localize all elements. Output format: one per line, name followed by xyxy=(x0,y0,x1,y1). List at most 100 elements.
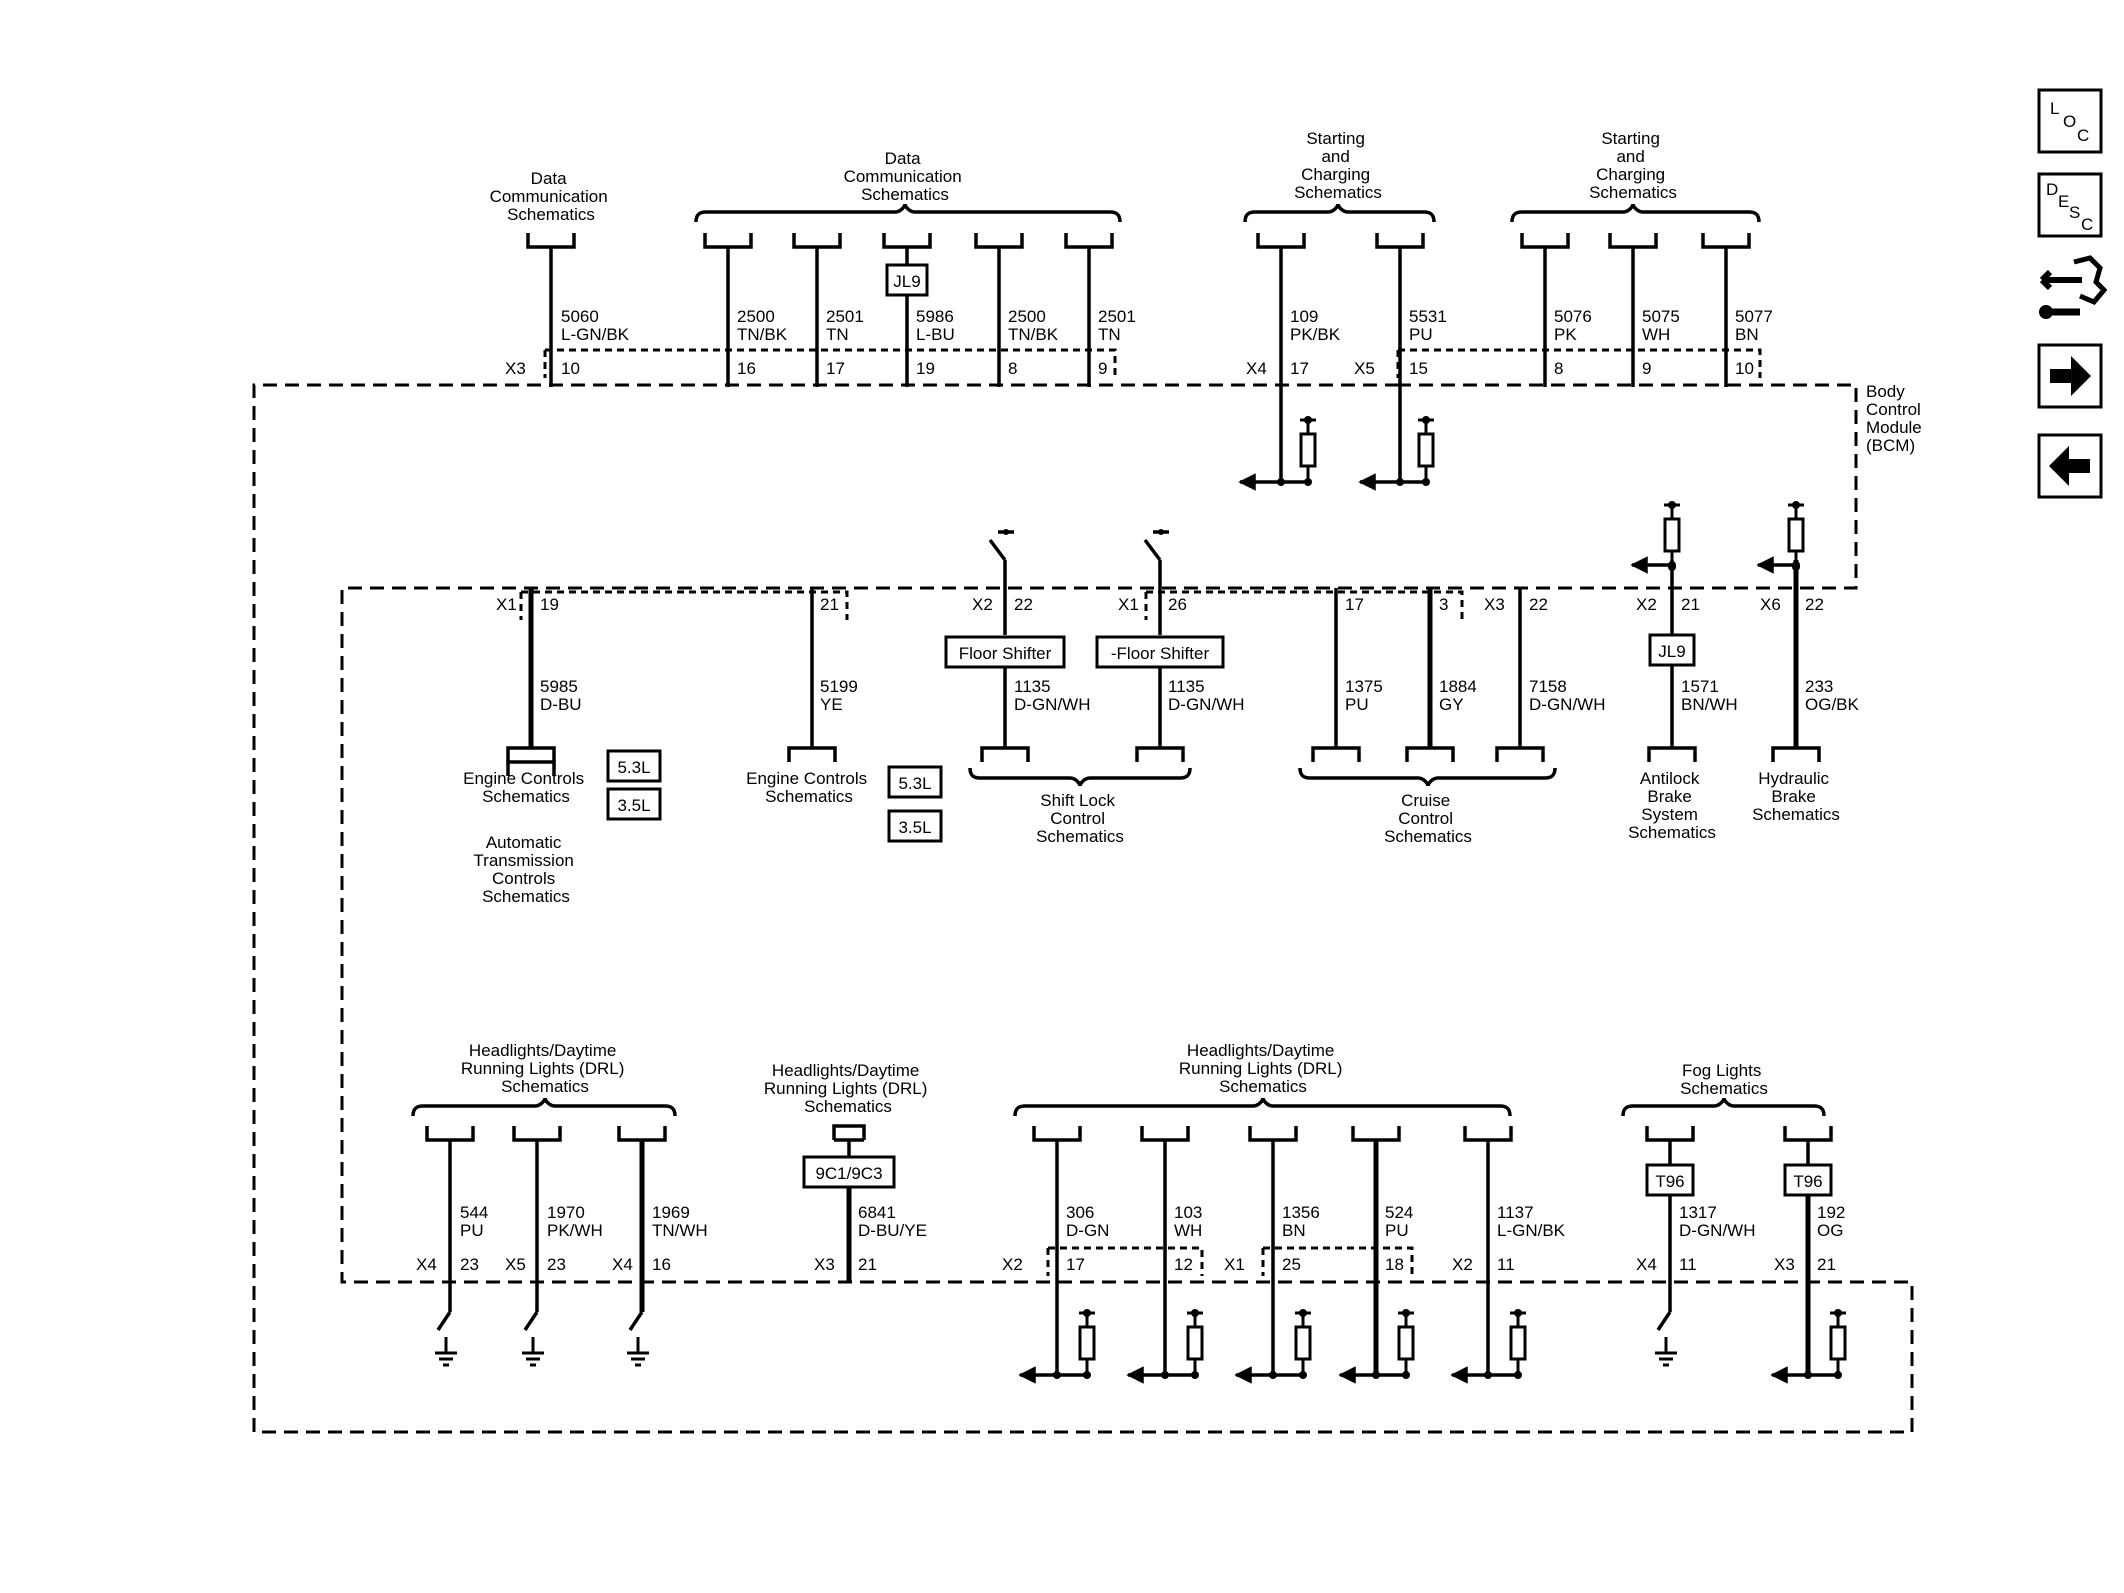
svg-text:TN/BK: TN/BK xyxy=(1008,325,1059,344)
svg-text:WH: WH xyxy=(1174,1221,1202,1240)
svg-text:PK: PK xyxy=(1554,325,1577,344)
auto-trans-label: Automatic Transmission Controls Schemati… xyxy=(473,833,578,906)
svg-text:PK/BK: PK/BK xyxy=(1290,325,1341,344)
svg-text:X3: X3 xyxy=(814,1255,835,1274)
svg-text:15: 15 xyxy=(1409,359,1428,378)
svg-text:L-BU: L-BU xyxy=(916,325,955,344)
svg-text:306: 306 xyxy=(1066,1203,1094,1222)
badge-53l-1: 5.3L xyxy=(617,758,650,777)
loc-icon[interactable] xyxy=(2037,88,2103,154)
svg-text:2500: 2500 xyxy=(1008,307,1046,326)
svg-text:TN: TN xyxy=(826,325,849,344)
svg-text:1137: 1137 xyxy=(1497,1203,1534,1222)
svg-text:1356: 1356 xyxy=(1282,1203,1320,1222)
svg-text:12: 12 xyxy=(1174,1255,1193,1274)
svg-text:1317: 1317 xyxy=(1679,1203,1717,1222)
svg-text:17: 17 xyxy=(826,359,845,378)
svg-text:16: 16 xyxy=(737,359,756,378)
jl9-badge-top xyxy=(885,263,929,297)
svg-text:YE: YE xyxy=(820,695,843,714)
svg-text:22: 22 xyxy=(1014,595,1033,614)
svg-text:X4: X4 xyxy=(416,1255,437,1274)
loc-letter-l: L xyxy=(2050,99,2059,118)
svg-text:23: 23 xyxy=(460,1255,479,1274)
svg-text:5199: 5199 xyxy=(820,677,858,696)
cruise-label: Cruise Control Schematics xyxy=(1384,791,1472,846)
t96-text-2: T96 xyxy=(1793,1172,1822,1191)
starting-label-2: Starting and Charging Schematics xyxy=(1589,129,1677,202)
svg-text:10: 10 xyxy=(561,359,580,378)
svg-text:X2: X2 xyxy=(972,595,993,614)
desc-button[interactable]: D E S C xyxy=(2037,172,2103,238)
svg-text:5077: 5077 xyxy=(1735,307,1773,326)
svg-text:X5: X5 xyxy=(505,1255,526,1274)
svg-text:X2: X2 xyxy=(1452,1255,1473,1274)
svg-text:X1: X1 xyxy=(496,595,517,614)
svg-text:5986: 5986 xyxy=(916,307,954,326)
svg-text:109: 109 xyxy=(1290,307,1318,326)
svg-text:25: 25 xyxy=(1282,1255,1301,1274)
svg-text:2501: 2501 xyxy=(826,307,864,326)
jl9-text-mid: JL9 xyxy=(1658,642,1685,661)
svg-text:X4: X4 xyxy=(1246,359,1267,378)
svg-text:22: 22 xyxy=(1529,595,1548,614)
svg-text:D-GN/WH: D-GN/WH xyxy=(1014,695,1090,714)
svg-text:D-GN/WH: D-GN/WH xyxy=(1679,1221,1755,1240)
loc-letter-o: O xyxy=(2063,112,2076,131)
desc-letter-e: E xyxy=(2058,192,2069,211)
svg-text:PU: PU xyxy=(1409,325,1433,344)
svg-text:X2: X2 xyxy=(1636,595,1657,614)
svg-text:3: 3 xyxy=(1439,595,1448,614)
no-floor-shifter-text: -Floor Shifter xyxy=(1111,644,1210,663)
svg-text:21: 21 xyxy=(820,595,839,614)
svg-text:BN/WH: BN/WH xyxy=(1681,695,1738,714)
svg-text:17: 17 xyxy=(1345,595,1364,614)
svg-text:18: 18 xyxy=(1385,1255,1404,1274)
loc-button[interactable]: L O C xyxy=(2037,88,2103,154)
engine-controls-label-1: Engine Controls Schematics xyxy=(463,769,589,806)
svg-text:233: 233 xyxy=(1805,677,1833,696)
svg-text:1969: 1969 xyxy=(652,1203,690,1222)
svg-text:10: 10 xyxy=(1735,359,1754,378)
connector-view-icon[interactable] xyxy=(2039,255,2108,319)
svg-text:524: 524 xyxy=(1385,1203,1413,1222)
data-comm-label-1: Data Communication Schematics xyxy=(490,169,613,224)
svg-text:19: 19 xyxy=(916,359,935,378)
svg-text:TN/WH: TN/WH xyxy=(652,1221,708,1240)
svg-text:1135: 1135 xyxy=(1014,677,1051,696)
bottom-pullups xyxy=(1018,1307,1528,1384)
desc-icon[interactable] xyxy=(2037,172,2103,238)
svg-text:16: 16 xyxy=(652,1255,671,1274)
svg-text:PU: PU xyxy=(1345,695,1369,714)
badge-53l-2: 5.3L xyxy=(898,774,931,793)
svg-text:1884: 1884 xyxy=(1439,677,1477,696)
svg-text:PK/WH: PK/WH xyxy=(547,1221,603,1240)
prev-page-button[interactable] xyxy=(2037,433,2103,499)
bcm-label: Body Control Module (BCM) xyxy=(1866,382,1927,455)
svg-text:X4: X4 xyxy=(1636,1255,1657,1274)
svg-text:103: 103 xyxy=(1174,1203,1202,1222)
svg-text:PU: PU xyxy=(1385,1221,1409,1240)
desc-letter-d: D xyxy=(2046,180,2058,199)
svg-text:TN/BK: TN/BK xyxy=(737,325,788,344)
jl9-text-top: JL9 xyxy=(893,272,920,291)
svg-text:9: 9 xyxy=(1642,359,1651,378)
data-comm-label-2: Data Communication Schematics xyxy=(844,149,967,204)
svg-text:21: 21 xyxy=(1681,595,1700,614)
svg-text:6841: 6841 xyxy=(858,1203,896,1222)
floor-shifter-text: Floor Shifter xyxy=(959,644,1052,663)
svg-text:11: 11 xyxy=(1497,1255,1515,1274)
svg-text:8: 8 xyxy=(1008,359,1017,378)
drl-label-1: Headlights/Daytime Running Lights (DRL) … xyxy=(461,1041,629,1096)
svg-text:7158: 7158 xyxy=(1529,677,1567,696)
svg-text:544: 544 xyxy=(460,1203,488,1222)
svg-text:GY: GY xyxy=(1439,695,1464,714)
svg-text:21: 21 xyxy=(1817,1255,1836,1274)
next-page-button[interactable] xyxy=(2037,343,2103,409)
desc-letter-s: S xyxy=(2069,203,2080,222)
svg-text:TN: TN xyxy=(1098,325,1121,344)
svg-text:X3: X3 xyxy=(1774,1255,1795,1274)
svg-text:22: 22 xyxy=(1805,595,1824,614)
